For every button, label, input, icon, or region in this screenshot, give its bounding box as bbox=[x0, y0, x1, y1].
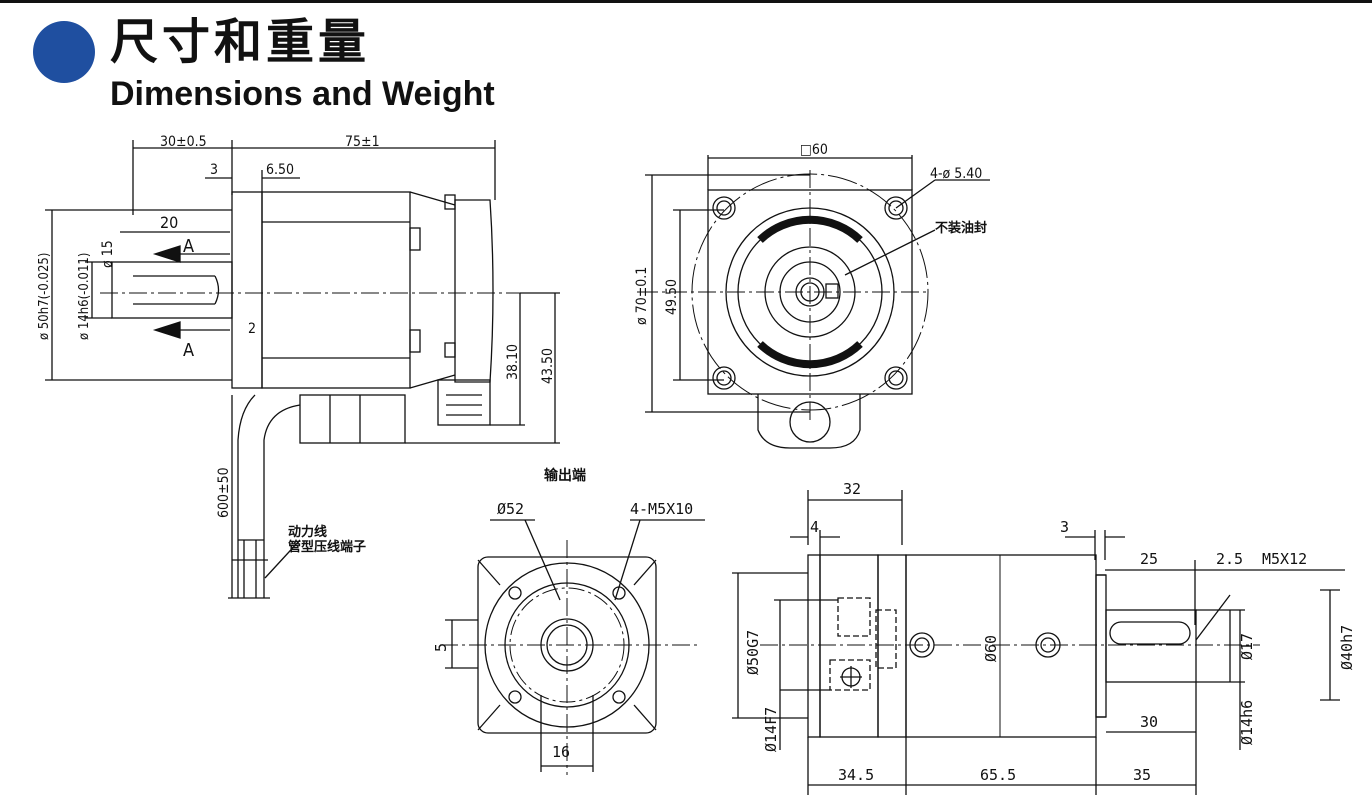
motor-side-view bbox=[45, 140, 560, 599]
dim-square-60: □60 bbox=[800, 142, 828, 158]
motor-front-view bbox=[640, 155, 990, 449]
dim-34-5: 34.5 bbox=[838, 766, 874, 784]
section-bullet bbox=[33, 21, 95, 83]
dim-43-50: 43.50 bbox=[540, 348, 556, 384]
dim-flange-length: 30±0.5 bbox=[160, 134, 207, 150]
section-a-top: A bbox=[183, 236, 194, 257]
dim-38-10: 38.10 bbox=[505, 344, 521, 380]
dim-20: 20 bbox=[160, 213, 178, 232]
dim-35: 35 bbox=[1133, 766, 1151, 784]
section-a-bottom: A bbox=[183, 340, 194, 361]
dim-m5x10: 4-M5X10 bbox=[630, 500, 693, 518]
gearbox-side-view bbox=[732, 490, 1345, 795]
dim-phi-50h7: ø 50h7(-0.025) bbox=[37, 253, 52, 340]
top-rule bbox=[0, 0, 1372, 3]
gearbox-front-view bbox=[440, 519, 705, 775]
dim-phi-40h7: Ø40h7 bbox=[1338, 625, 1356, 670]
dim-phi-60: Ø60 bbox=[982, 635, 1000, 662]
dim-phi-14h6: Ø14h6 bbox=[1238, 700, 1256, 745]
dim-body-length: 75±1 bbox=[345, 134, 380, 150]
dim-phi-14h6: ø 14h6(-0.011) bbox=[77, 253, 92, 340]
label-no-oil-seal: 不装油封 bbox=[935, 220, 987, 236]
label-output-end: 输出端 bbox=[544, 467, 586, 484]
dim-2-5: 2.5 bbox=[1216, 550, 1243, 568]
dim-65-5: 65.5 bbox=[980, 766, 1016, 784]
dim-6-50: 6.50 bbox=[266, 162, 294, 178]
dim-4: 4 bbox=[810, 518, 819, 536]
dim-phi-15: ø 15 bbox=[100, 240, 116, 268]
dim-5: 5 bbox=[432, 643, 450, 652]
dim-32: 32 bbox=[843, 480, 861, 498]
dim-3-gear: 3 bbox=[1060, 518, 1069, 536]
dim-phi-52: Ø52 bbox=[497, 500, 524, 518]
dim-25: 25 bbox=[1140, 550, 1158, 568]
dim-3: 3 bbox=[210, 162, 218, 178]
dim-2: 2 bbox=[248, 321, 256, 337]
dim-m5x12: M5X12 bbox=[1262, 550, 1307, 568]
label-power-cable: 动力线 bbox=[288, 524, 327, 540]
dim-49-50: 49.50 bbox=[664, 279, 680, 315]
dim-30: 30 bbox=[1140, 713, 1158, 731]
title-english: Dimensions and Weight bbox=[110, 75, 495, 113]
dim-phi-14f7: Ø14F7 bbox=[762, 707, 780, 752]
dim-phi-70: ø 70±0.1 bbox=[634, 267, 650, 325]
dim-phi-50g7: Ø50G7 bbox=[744, 630, 762, 675]
dim-phi-17: Ø17 bbox=[1238, 633, 1256, 660]
dim-cable-length: 600±50 bbox=[216, 467, 232, 518]
dim-mount-holes: 4-ø 5.40 bbox=[930, 166, 982, 182]
label-terminal: 管型压线端子 bbox=[288, 539, 366, 555]
title-chinese: 尺寸和重量 bbox=[110, 14, 371, 70]
dim-16: 16 bbox=[552, 743, 570, 761]
